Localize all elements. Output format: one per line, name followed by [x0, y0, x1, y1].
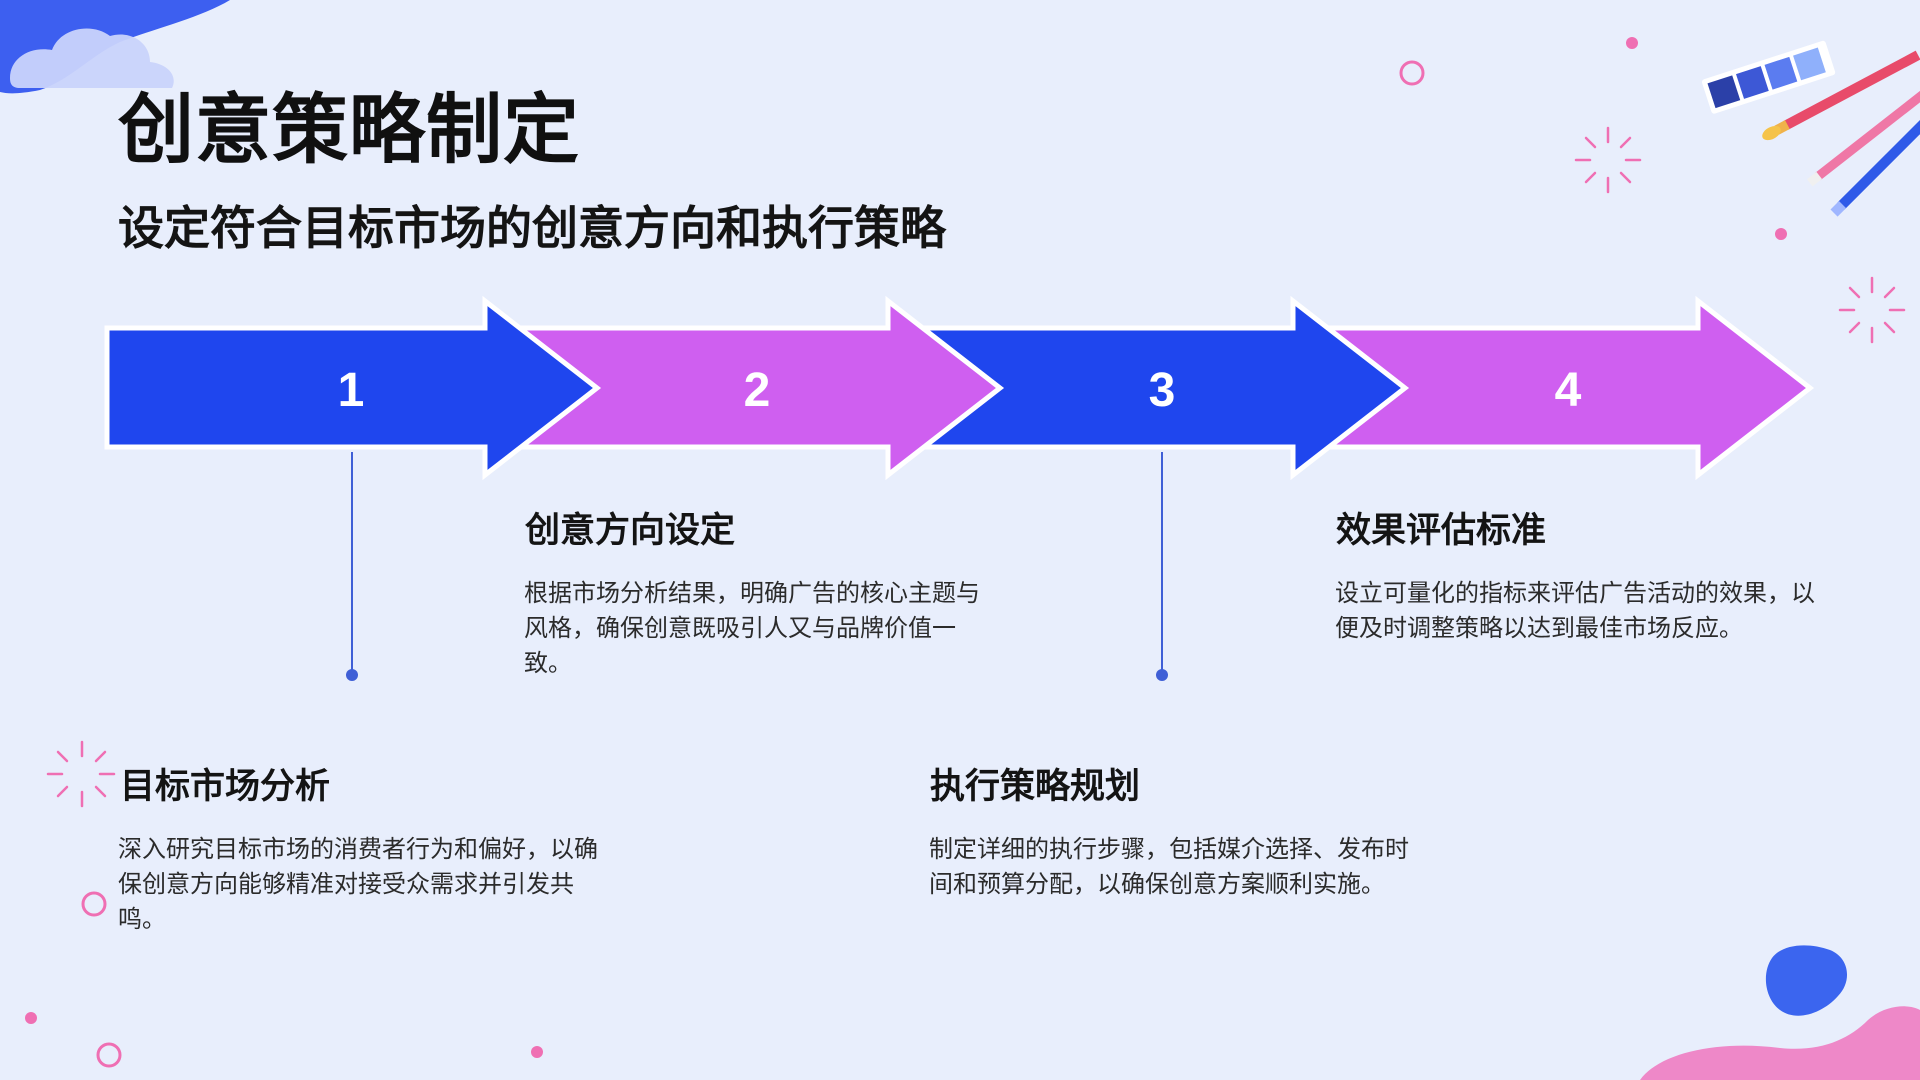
connector-line-step-3: [1156, 452, 1168, 681]
arrow-step-2: [487, 295, 1005, 481]
step-title-3: 执行策略规划: [930, 767, 1141, 807]
arrow-step-1: [104, 295, 602, 481]
step-number-2: 2: [744, 364, 771, 417]
step-description-2: 根据市场分析结果，明确广告的核心主题与风格，确保创意既吸引人又与品牌价值一致。: [524, 579, 980, 677]
step-title-4: 效果评估标准: [1336, 511, 1547, 551]
page-title: 创意策略制定: [118, 85, 580, 174]
step-title-1: 目标市场分析: [120, 767, 331, 807]
step-number-3: 3: [1149, 364, 1176, 417]
dot-decoration: [25, 37, 1787, 1068]
step-number-4: 4: [1555, 364, 1582, 417]
step-number-1: 1: [338, 364, 365, 417]
step-description-3: 制定详细的执行步骤，包括媒介选择、发布时间和预算分配，以确保创意方案顺利实施。: [929, 835, 1409, 898]
arrow-step-3: [892, 295, 1410, 481]
cloud-decoration: [0, 0, 230, 94]
step-description-1: 深入研究目标市场的消费者行为和偏好，以确保创意方向能够精准对接受众需求并引发共鸣…: [118, 835, 598, 933]
page-subtitle: 设定符合目标市场的创意方向和执行策略: [118, 201, 946, 255]
arrow-step-4: [1297, 295, 1815, 481]
paint-palette-icon: [1701, 40, 1920, 217]
step-title-2: 创意方向设定: [525, 511, 736, 551]
sparkle-icon: [1838, 276, 1906, 344]
sparkle-icon: [46, 740, 116, 808]
blob-decoration: [1640, 945, 1920, 1080]
connector-line-step-1: [346, 452, 358, 681]
sparkle-icon: [1574, 126, 1642, 194]
step-description-4: 设立可量化的指标来评估广告活动的效果，以便及时调整策略以达到最佳市场反应。: [1335, 579, 1815, 642]
